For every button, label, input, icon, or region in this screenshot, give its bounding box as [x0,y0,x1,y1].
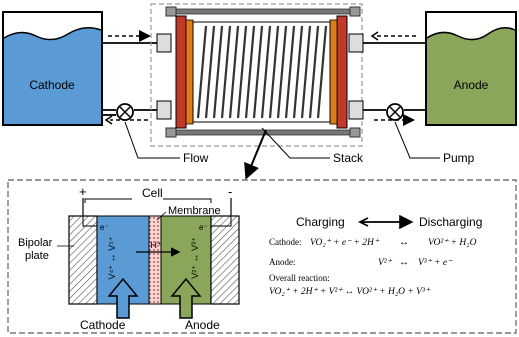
right-pipes [360,42,426,111]
anode-reaction-lhs: V²⁺ [378,258,393,268]
cell-detail-outline [7,179,517,334]
overall-reaction-equation: VO₂⁺ + 2H⁺ + V²⁺ ↔ VO²⁺ + H₂O + V³⁺ [269,287,431,297]
anode-ion-label: V²⁺ ↔ V³⁺ [190,237,200,279]
cathode-tank: Cathode [2,11,103,126]
right-flow-arrows [370,31,416,126]
right-pump-icon [386,103,404,121]
right-bipolar-plate [210,215,240,305]
pump-label: Pump [443,151,475,165]
anode-flow-arrow [170,277,202,319]
left-pipes [102,42,160,116]
cathode-tank-label: Cathode [29,78,75,92]
membrane [148,215,162,305]
membrane-label: Membrane [168,205,221,217]
cathode-reaction-rhs: VO²⁺ + H₂O [428,238,477,248]
stack [156,6,364,138]
stack-outline [150,3,363,147]
anode-reaction-prefix: Anode: [269,257,296,267]
cell-anode-label: Anode [185,318,220,332]
callout-lines [124,121,440,159]
left-pump-icon [116,103,134,121]
plus-terminal: + [79,184,87,199]
minus-terminal: - [228,184,232,199]
bipolar-label-line1: Bipolar [18,237,53,249]
detail-arrow [244,129,267,180]
anode-tank-label: Anode [454,78,489,92]
flow-label: Flow [183,151,209,165]
cell-label: Cell [142,186,163,200]
discharging-label: Discharging [419,215,482,229]
bipolar-label-line2: plate [25,250,49,262]
electron-left: e⁻ [100,223,109,232]
charging-label: Charging [296,215,345,229]
anode-tank: Anode [425,11,517,126]
proton-label: H⁺ [150,240,161,250]
cathode-flow-arrow [107,277,139,319]
anode-reaction-arrow: ↔ [399,257,409,268]
anode-reaction-rhs: V³⁺ + e⁻ [418,258,453,268]
cell-schematic: Cell + - e⁻ e⁻ V⁴⁺ ↔ V⁵⁺ V²⁺ ↔ V³⁺ H⁺ Me… [18,184,240,332]
electron-right: e⁻ [199,223,208,232]
stack-label: Stack [333,151,364,165]
left-bipolar-plate [68,215,98,305]
cathode-reaction-prefix: Cathode: [269,237,302,247]
overall-reaction-label: Overall reaction: [269,273,330,283]
left-flow-arrows [104,30,151,125]
reactions-panel: Charging Discharging Cathode: VO₂⁺ + e⁻ … [269,214,482,297]
cathode-ion-label: V⁴⁺ ↔ V⁵⁺ [107,236,117,279]
cathode-reaction-lhs: VO₂⁺ + e⁻ + 2H⁺ [310,238,380,248]
cell-cathode-label: Cathode [80,318,126,332]
cathode-reaction-arrow: ↔ [399,237,409,248]
